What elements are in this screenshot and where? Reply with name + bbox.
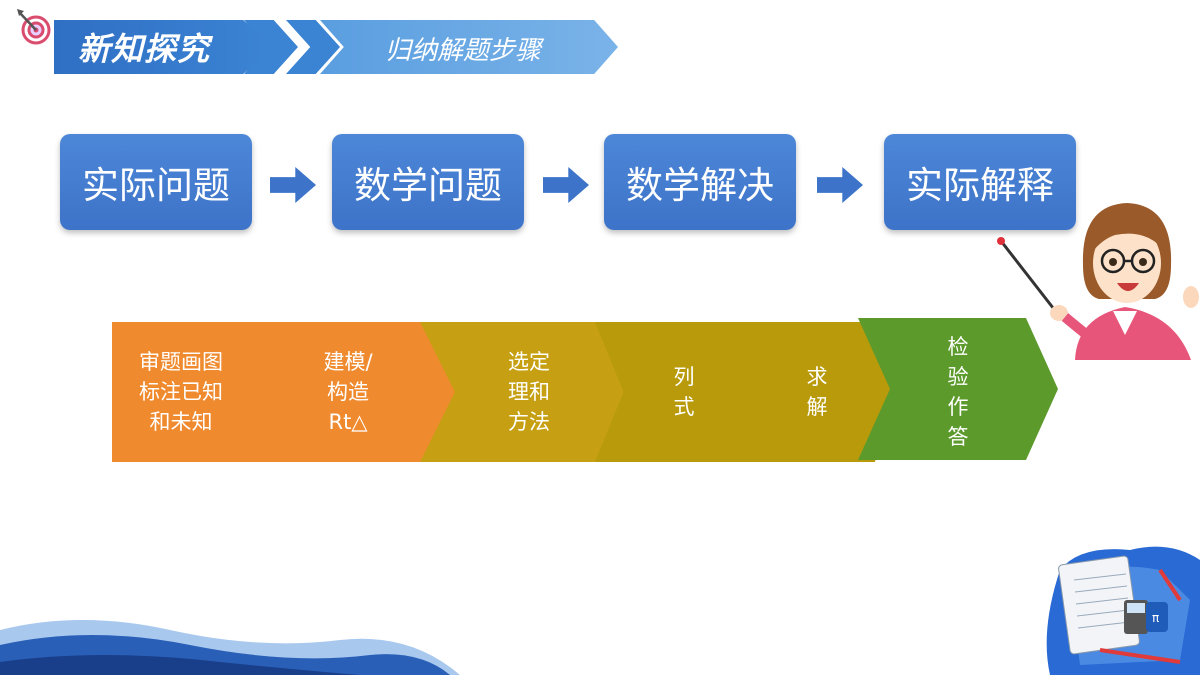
step-text: 构造 <box>326 380 369 404</box>
math-notebook-illustration: π <box>1040 540 1200 675</box>
step-text: 验 <box>947 365 969 389</box>
step-text: 理和 <box>508 380 550 404</box>
process-box-1: 实际问题 <box>60 134 252 230</box>
arrow-right-icon <box>817 167 863 203</box>
teacher-illustration <box>995 195 1200 360</box>
header-banner <box>54 20 274 74</box>
step-text: 作 <box>947 395 969 419</box>
step-text: 检 <box>947 335 969 359</box>
arrow-right-icon <box>543 167 589 203</box>
step-text: Rt△ <box>328 410 368 434</box>
step-text: 列 <box>673 365 695 389</box>
process-box-4: 实际解释 <box>884 134 1076 230</box>
bottom-wave-decoration <box>0 600 460 675</box>
step-text: 和未知 <box>149 410 213 434</box>
arrow-right-icon <box>270 167 316 203</box>
step-chevron-6: 检 验 作 答 <box>858 318 1058 460</box>
step-text: 求 <box>806 365 828 389</box>
page-subtitle: 归纳解题步骤 <box>385 36 542 66</box>
process-box-3: 数学解决 <box>604 134 796 230</box>
step-text: 建模/ <box>323 350 373 374</box>
process-box-2: 数学问题 <box>332 134 524 230</box>
subtitle-banner <box>320 20 618 74</box>
svg-text:π: π <box>1152 611 1159 625</box>
step-text: 式 <box>673 395 695 419</box>
page-title: 新知探究 <box>78 30 211 68</box>
step-text: 标注已知 <box>139 380 223 404</box>
step-text: 选定 <box>508 350 550 374</box>
step-text: 答 <box>947 425 969 449</box>
step-text: 解 <box>806 395 828 419</box>
step-text: 方法 <box>508 410 550 434</box>
step-text: 审题画图 <box>139 350 223 374</box>
step-chevron-3: 选定 理和 方法 <box>420 322 638 462</box>
target-dart-icon <box>14 6 54 46</box>
step-chevron-2: 建模/ 构造 Rt△ <box>232 322 464 462</box>
